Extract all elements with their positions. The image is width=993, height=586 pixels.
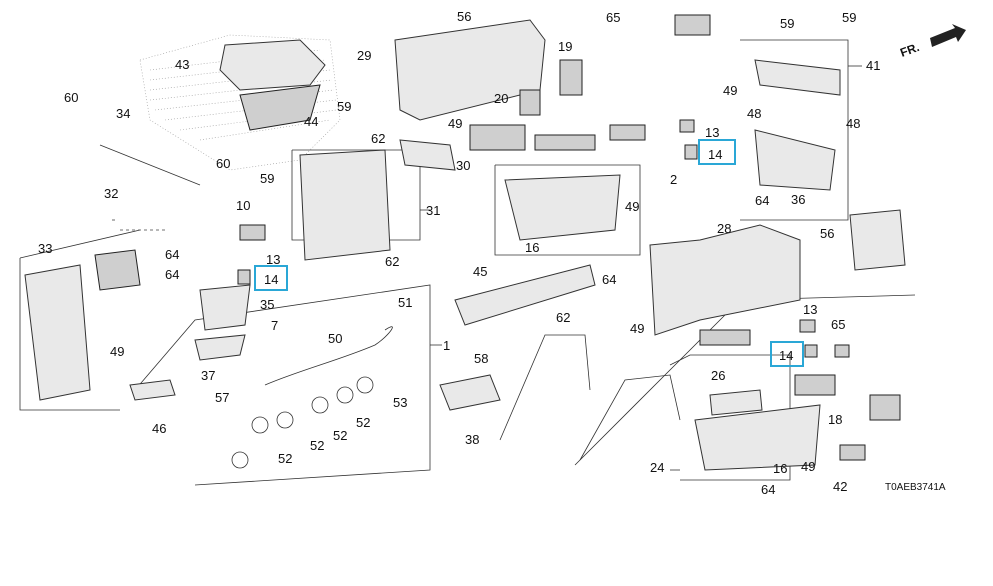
callout-13: 13 <box>705 125 719 140</box>
callout-37: 37 <box>201 368 215 383</box>
callout-49: 49 <box>630 321 644 336</box>
highlight-box-14-top <box>698 139 736 165</box>
callout-49: 49 <box>801 459 815 474</box>
callout-62: 62 <box>556 310 570 325</box>
callout-56: 56 <box>820 226 834 241</box>
callout-49: 49 <box>723 83 737 98</box>
highlight-box-14-right <box>770 341 804 367</box>
callout-49: 49 <box>625 199 639 214</box>
callout-26: 26 <box>711 368 725 383</box>
callout-62: 62 <box>371 131 385 146</box>
front-direction-arrow: FR. <box>898 24 966 60</box>
callout-32: 32 <box>104 186 118 201</box>
callout-52: 52 <box>356 415 370 430</box>
callout-30: 30 <box>456 158 470 173</box>
callout-7: 7 <box>271 318 278 333</box>
callout-20: 20 <box>494 91 508 106</box>
callout-28: 28 <box>717 221 731 236</box>
callout-18: 18 <box>828 412 842 427</box>
callout-46: 46 <box>152 421 166 436</box>
callout-38: 38 <box>465 432 479 447</box>
callout-34: 34 <box>116 106 130 121</box>
group-lines <box>19 39 916 486</box>
callout-60: 60 <box>216 156 230 171</box>
callout-50: 50 <box>328 331 342 346</box>
callout-58: 58 <box>474 351 488 366</box>
callout-14: 14 <box>779 348 793 363</box>
callout-52: 52 <box>310 438 324 453</box>
callout-56: 56 <box>457 9 471 24</box>
callout-60: 60 <box>64 90 78 105</box>
callout-59: 59 <box>842 10 856 25</box>
callout-36: 36 <box>791 192 805 207</box>
callout-1: 1 <box>443 338 450 353</box>
part-shapes <box>24 14 906 471</box>
callout-49: 49 <box>448 116 462 131</box>
callout-52: 52 <box>278 451 292 466</box>
callout-29: 29 <box>357 48 371 63</box>
callout-45: 45 <box>473 264 487 279</box>
callout-64: 64 <box>165 267 179 282</box>
callout-19: 19 <box>558 39 572 54</box>
callout-31: 31 <box>426 203 440 218</box>
callout-16: 16 <box>525 240 539 255</box>
callout-59: 59 <box>337 99 351 114</box>
callout-labels: 1 2 13 13 13 14 14 14 16 16 18 19 20 24 … <box>38 9 880 497</box>
callout-41: 41 <box>866 58 880 73</box>
callout-51: 51 <box>398 295 412 310</box>
callout-2: 2 <box>670 172 677 187</box>
callout-33: 33 <box>38 241 52 256</box>
callout-14: 14 <box>708 147 722 162</box>
callout-59: 59 <box>780 16 794 31</box>
callout-52: 52 <box>333 428 347 443</box>
callout-42: 42 <box>833 479 847 494</box>
callout-43: 43 <box>175 57 189 72</box>
callout-64: 64 <box>755 193 769 208</box>
callout-44: 44 <box>304 114 318 129</box>
callout-64: 64 <box>761 482 775 497</box>
callout-48: 48 <box>846 116 860 131</box>
callout-57: 57 <box>215 390 229 405</box>
callout-13: 13 <box>803 302 817 317</box>
callout-16: 16 <box>773 461 787 476</box>
callout-59: 59 <box>260 171 274 186</box>
callout-35: 35 <box>260 297 274 312</box>
diagram-code: T0AEB3741A <box>885 482 946 493</box>
callout-64: 64 <box>165 247 179 262</box>
callout-65: 65 <box>606 10 620 25</box>
callout-65: 65 <box>831 317 845 332</box>
callout-64: 64 <box>602 272 616 287</box>
callout-24: 24 <box>650 460 664 475</box>
callout-14: 14 <box>264 272 278 287</box>
callout-62: 62 <box>385 254 399 269</box>
callout-13: 13 <box>266 252 280 267</box>
callout-53: 53 <box>393 395 407 410</box>
highlight-box-14-left <box>254 265 288 291</box>
direction-label: FR. <box>898 40 921 60</box>
callout-10: 10 <box>236 198 250 213</box>
callout-48: 48 <box>747 106 761 121</box>
callout-49: 49 <box>110 344 124 359</box>
